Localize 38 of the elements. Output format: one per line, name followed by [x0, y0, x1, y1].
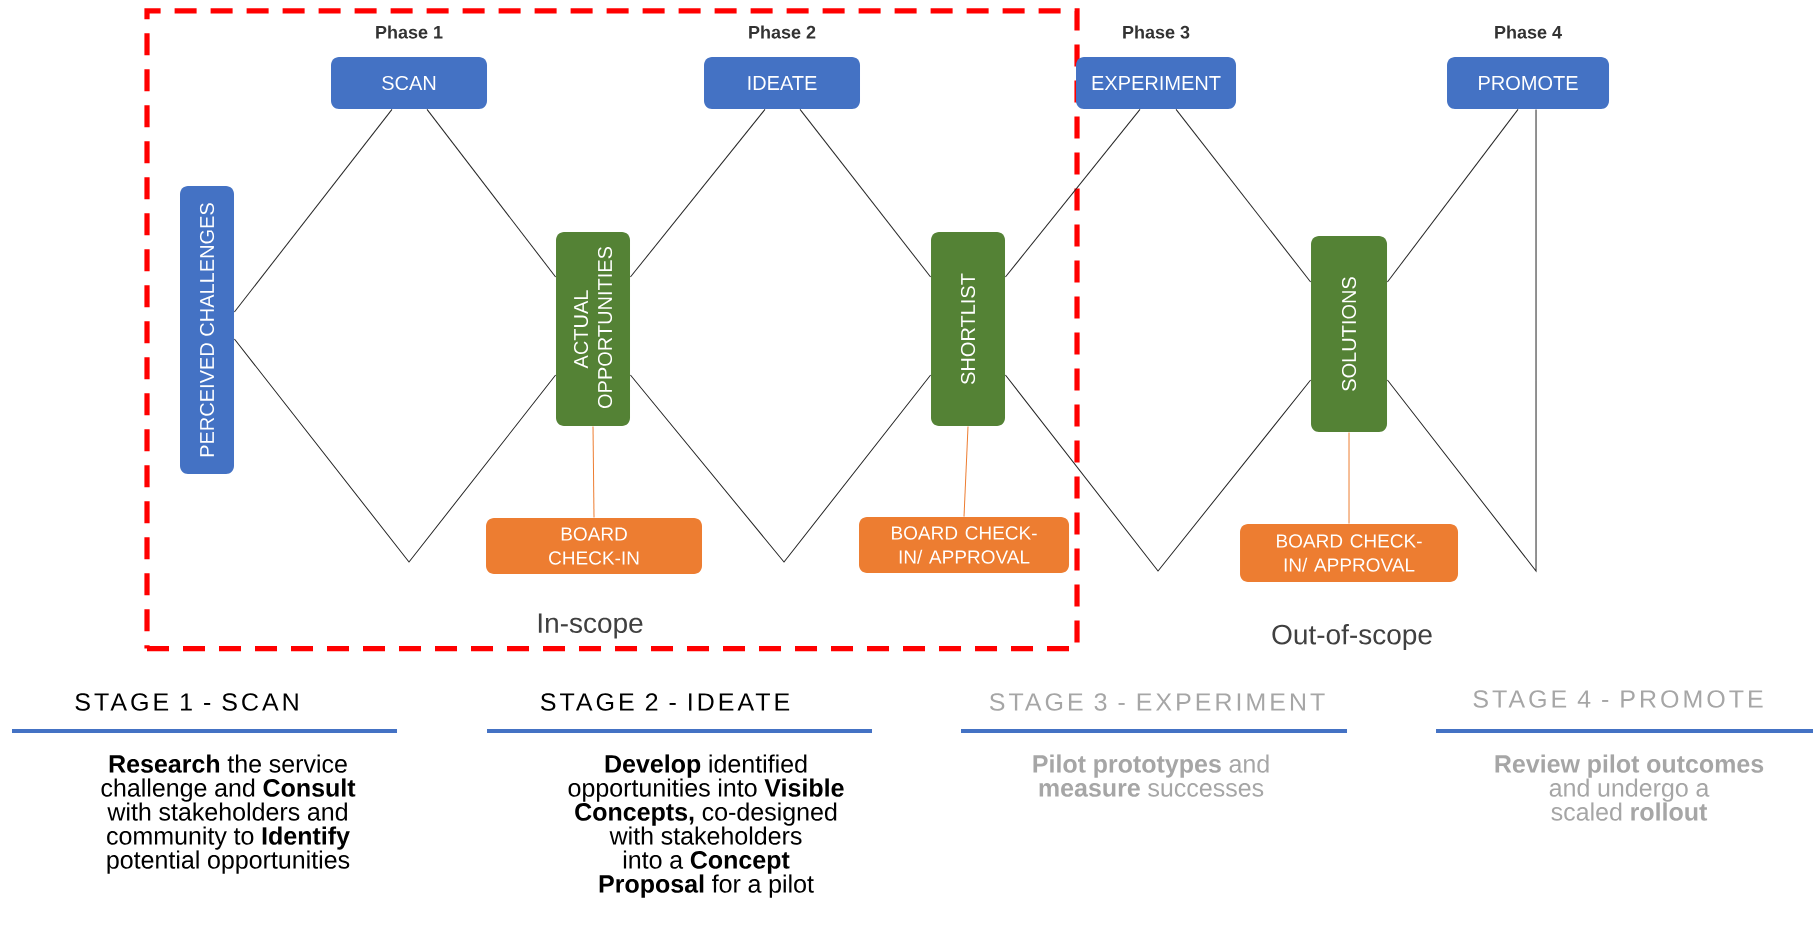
stage-description: Pilot prototypes and measure successes [1033, 754, 1269, 797]
process-box: PROMOTE [1447, 57, 1609, 109]
stage-heading: STAGE 3 - EXPERIMENT [989, 693, 1325, 711]
connector-line [1004, 108, 1141, 278]
connector-line [799, 108, 932, 278]
stage-description: Review pilot outcomes and undergo a scaled rollout [1495, 754, 1764, 821]
scope-label: Out-of-scope [1272, 623, 1432, 651]
connector-line [426, 108, 557, 278]
phase-label: Phase 1 [376, 25, 443, 39]
checkpoint-box: BOARD CHECK-IN/ APPROVAL [1240, 524, 1458, 582]
connector-line [629, 108, 766, 278]
connector-line [233, 108, 393, 313]
checkpoint-box: BOARD CHECK-IN/ APPROVAL [859, 517, 1069, 573]
phase-label: Phase 4 [1495, 25, 1562, 39]
connector-line [1175, 108, 1312, 283]
process-box: IDEATE [704, 57, 860, 109]
process-box: SHORTLIST [931, 232, 1005, 426]
stage-description: Research the service challenge and Consult with stakeholders and community to Identify potential opportunities [101, 754, 356, 874]
process-box: PERCEIVED CHALLENGES [180, 186, 234, 474]
connector-line [592, 425, 595, 519]
connector-line [963, 425, 969, 518]
process-box: SOLUTIONS [1311, 236, 1387, 432]
process-box: EXPERIMENT [1076, 57, 1236, 109]
connector-line [1348, 431, 1350, 525]
connector-line [1004, 374, 1312, 572]
connector-line [629, 374, 932, 563]
stage-heading: STAGE 4 - PROMOTE [1473, 690, 1763, 708]
checkpoint-box: BOARD CHECK-IN [486, 518, 702, 574]
process-box: ACTUAL OPPORTUNITIES [556, 232, 630, 426]
phase-label: Phase 3 [1123, 25, 1190, 39]
connector-line [1386, 108, 1519, 283]
connector-line [1386, 108, 1537, 572]
process-box: SCAN [331, 57, 487, 109]
stage-heading: STAGE 1 - SCAN [75, 693, 298, 711]
connector-line [233, 338, 557, 563]
phase-label: Phase 2 [749, 25, 816, 39]
stage-heading: STAGE 2 - IDEATE [540, 693, 790, 711]
stage-description: Develop identified opportunities into Visible Concepts, co-designed with stakeholders into a Concept Proposal for a pilot [568, 754, 844, 898]
